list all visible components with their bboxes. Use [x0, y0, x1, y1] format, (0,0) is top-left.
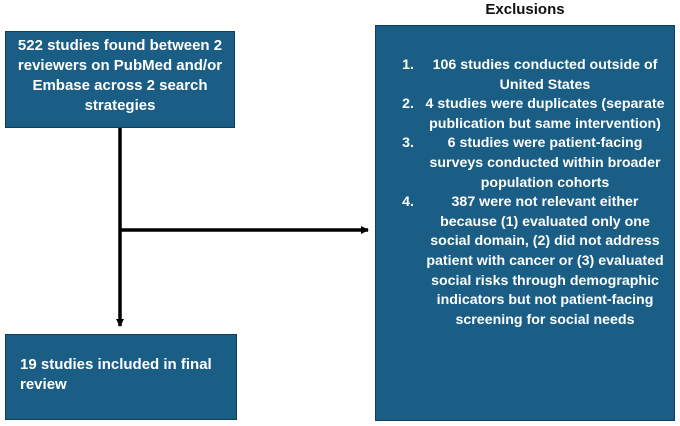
exclusion-number: 2. [402, 96, 414, 113]
studies-found-text: 522 studies found between 2 reviewers on… [17, 37, 223, 114]
exclusion-item: 1. 106 studies conducted outside of Unit… [384, 56, 668, 95]
studies-found-box: 522 studies found between 2 reviewers on… [5, 31, 235, 128]
studies-included-box: 19 studies included in final review [5, 334, 237, 420]
exclusion-text: 6 studies were patient-facing surveys co… [429, 135, 661, 191]
exclusions-title: Exclusions [485, 1, 565, 18]
exclusion-text: 4 studies were duplicates (separate publ… [425, 96, 665, 132]
studies-included-text: 19 studies included in final review [20, 356, 212, 393]
exclusion-number: 3. [402, 135, 414, 152]
exclusion-item: 3. 6 studies were patient-facing surveys… [384, 134, 668, 193]
exclusion-item: 4. 387 were not relevant either because … [384, 193, 668, 330]
exclusion-text: 387 were not relevant either because (1)… [426, 194, 664, 328]
exclusion-text: 106 studies conducted outside of United … [432, 57, 658, 93]
exclusions-box: 1. 106 studies conducted outside of Unit… [375, 25, 675, 421]
exclusion-item: 2. 4 studies were duplicates (separate p… [384, 95, 668, 134]
exclusion-number: 1. [402, 57, 414, 73]
exclusion-number: 4. [402, 194, 414, 211]
exclusions-list: 1. 106 studies conducted outside of Unit… [384, 56, 668, 330]
